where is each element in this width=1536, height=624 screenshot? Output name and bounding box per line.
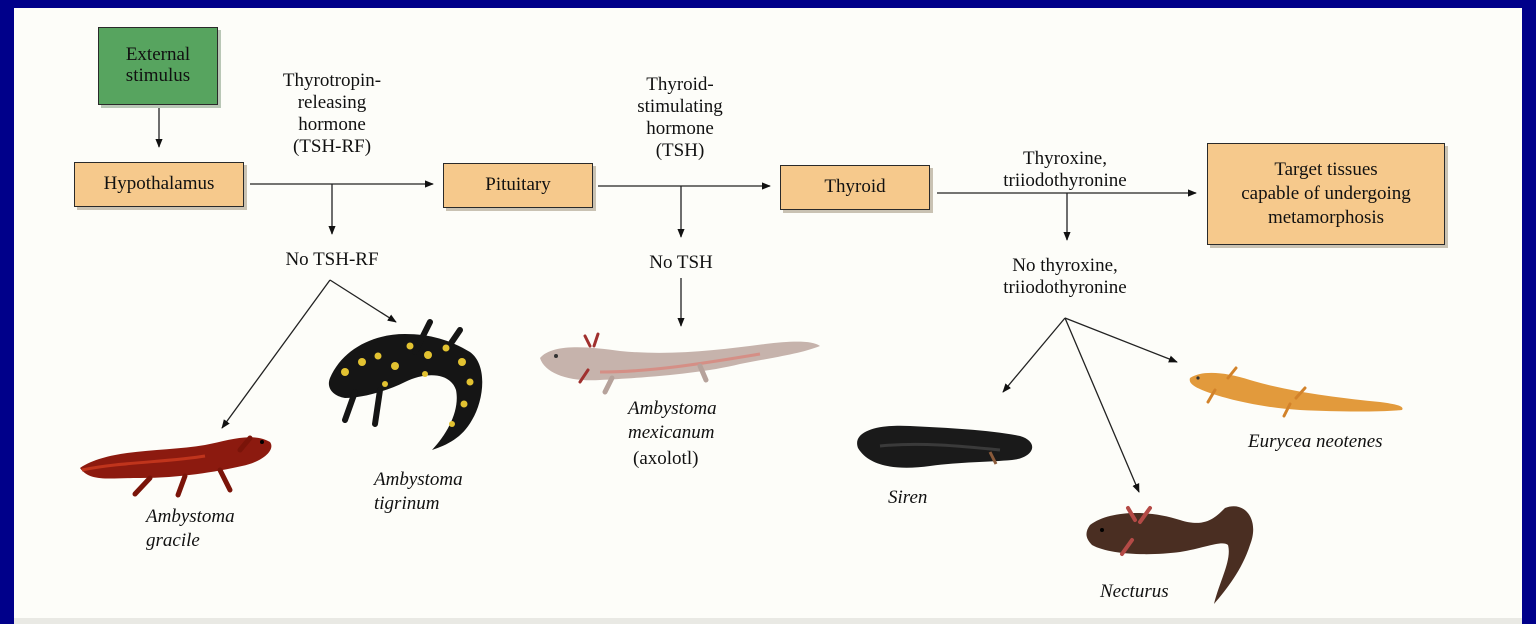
pituitary-box: Pituitary [443, 163, 593, 208]
tsh-label: Thyroid- stimulating hormone (TSH) [600, 74, 760, 162]
ambystoma-gracile-illustration [80, 437, 271, 495]
species-ambystoma-mexicanum: Ambystoma mexicanum [628, 397, 717, 445]
species-siren: Siren [888, 486, 927, 510]
species-necturus: Necturus [1100, 580, 1169, 604]
no-tsh-label: No TSH [611, 252, 751, 274]
external-stimulus-box: External stimulus [98, 27, 218, 105]
arrow-to-necturus [1065, 318, 1139, 492]
arrow-to-gracile [222, 280, 330, 428]
ambystoma-mexicanum-illustration [540, 334, 820, 392]
no-trh-label: No TSH-RF [262, 249, 402, 271]
t4-label: Thyroxine, triiodothyronine [960, 148, 1170, 192]
eurycea-neotenes-illustration [1190, 368, 1403, 416]
target-tissues-box: Target tissues capable of undergoing met… [1207, 143, 1445, 245]
arrow-to-eurycea [1065, 318, 1177, 362]
arrow-to-tigrinum [330, 280, 396, 322]
arrow-to-siren [1003, 318, 1065, 392]
trh-label: Thyrotropin- releasing hormone (TSH-RF) [252, 70, 412, 158]
siren-illustration [857, 426, 1032, 468]
hypothalamus-box: Hypothalamus [74, 162, 244, 207]
species-eurycea-neotenes: Eurycea neotenes [1248, 430, 1383, 454]
species-axolotl-common-name: (axolotl) [633, 447, 698, 471]
ambystoma-tigrinum-illustration [329, 322, 482, 450]
no-t4-label: No thyroxine, triiodothyronine [960, 255, 1170, 299]
species-ambystoma-gracile: Ambystoma gracile [146, 505, 235, 553]
species-ambystoma-tigrinum: Ambystoma tigrinum [374, 468, 463, 516]
thyroid-box: Thyroid [780, 165, 930, 210]
